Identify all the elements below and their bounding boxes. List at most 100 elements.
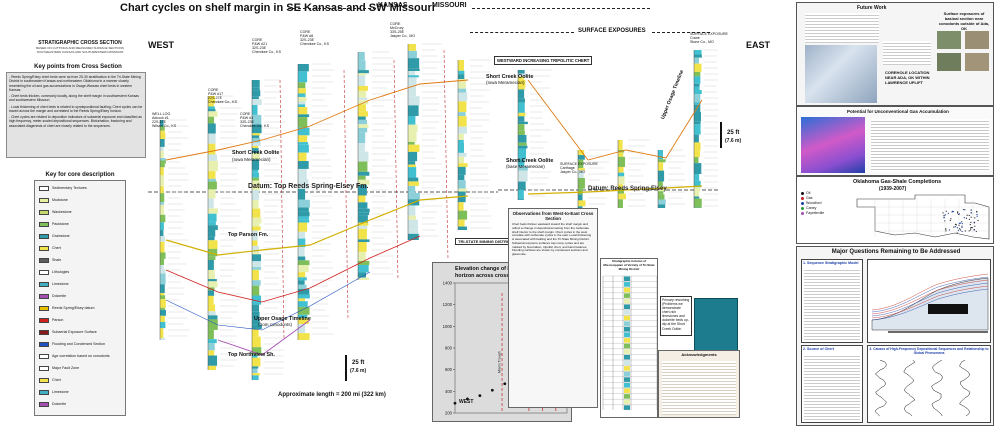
question-3-box: 3. Causes of High-Frequency Depositional… <box>867 345 991 423</box>
core-bed <box>160 204 164 215</box>
core-bed <box>358 171 370 176</box>
well-dot <box>973 222 976 224</box>
core-bed <box>208 329 214 340</box>
core-bed <box>298 260 310 266</box>
core-bed <box>518 124 525 131</box>
legend-label: Shale <box>52 258 62 262</box>
approx-length: Approximate length = 200 mi (322 km) <box>278 392 386 398</box>
well-dot <box>961 226 963 229</box>
core-bed <box>298 247 305 257</box>
legend-swatch <box>39 257 49 263</box>
well-dot <box>976 214 978 216</box>
core-bed <box>298 114 310 118</box>
strat-cell <box>624 343 630 349</box>
core-bed <box>252 319 260 325</box>
core-bed <box>252 148 259 154</box>
well-dot <box>970 216 972 218</box>
core-bed <box>298 88 306 94</box>
core-bed <box>358 75 366 86</box>
core-bed <box>208 178 216 182</box>
core-bed <box>358 272 366 278</box>
legend-row: Limestone <box>39 281 69 287</box>
core-bed <box>618 156 626 167</box>
legend-label: Chert <box>52 378 61 382</box>
well-dot <box>944 214 947 216</box>
legend-label: Mudstone <box>52 198 68 202</box>
core-bed <box>160 130 165 134</box>
correlation-line <box>527 185 703 195</box>
correlation-line <box>527 79 703 161</box>
core-bed <box>408 58 420 69</box>
core-bed <box>458 126 467 134</box>
core-bed <box>298 107 308 115</box>
sequence-model-figure <box>871 273 989 333</box>
well-dot <box>955 224 958 226</box>
core-bed <box>408 77 417 87</box>
well-dot <box>974 217 976 219</box>
surface-arrow-left <box>470 32 574 33</box>
core-bed <box>358 260 370 265</box>
core-bed <box>358 90 367 98</box>
correlation-line <box>165 235 421 303</box>
core-bed <box>298 82 306 89</box>
core-bed <box>694 191 700 197</box>
well-dot <box>970 212 972 214</box>
well-dot <box>970 221 972 224</box>
core-bed <box>252 172 259 178</box>
legend-swatch <box>39 185 49 191</box>
core-bed <box>208 225 218 230</box>
core-bed <box>208 109 216 112</box>
core-bed <box>208 248 218 257</box>
well-dot <box>962 208 964 211</box>
core-bed <box>208 365 217 370</box>
well-dot <box>958 224 960 226</box>
core-bed <box>358 228 367 240</box>
core-bed <box>252 368 258 374</box>
question-3-title: 3. Causes of High-Frequency Depositional… <box>869 347 989 356</box>
core-bed <box>408 192 420 200</box>
strat-cell <box>624 282 630 287</box>
legend-label: Limestone <box>52 282 69 286</box>
cross-section-east <box>498 49 718 208</box>
upper-osage-label: Upper Osage Timeline <box>254 316 311 322</box>
core-bed <box>252 311 260 320</box>
core-bed <box>298 272 306 278</box>
short-creek-label-2: Short Creek Oolite <box>486 74 534 80</box>
strat-cell <box>624 338 630 343</box>
legend-swatch <box>39 365 49 371</box>
core-bed <box>298 152 307 162</box>
core-bed <box>694 63 702 72</box>
core-bed <box>208 229 216 237</box>
core-bed <box>160 202 164 205</box>
scale-label-sub: (7.6 m) <box>350 368 367 374</box>
key-point: - Reeds Spring/Elsey chert beds were as … <box>9 75 141 92</box>
legend-swatch <box>39 221 49 227</box>
core-bed <box>298 265 309 273</box>
core-bed <box>358 70 369 74</box>
core-bed <box>252 252 260 255</box>
core-bed <box>252 254 262 262</box>
well-dot <box>976 215 978 217</box>
core-bed <box>252 142 261 146</box>
core-bed <box>658 181 663 187</box>
core-bed <box>458 219 465 227</box>
well-dot <box>958 213 960 215</box>
core-bed <box>694 180 701 188</box>
core-bed <box>298 135 308 143</box>
core-bed <box>208 295 214 305</box>
core-bed <box>358 73 367 76</box>
core-bed <box>518 79 526 88</box>
core-bed <box>160 139 165 147</box>
fault-line <box>279 79 285 341</box>
core-bed <box>160 328 164 339</box>
core-bed <box>208 236 215 241</box>
core-bed <box>358 202 368 209</box>
legend-label: Fayetteville <box>806 211 825 215</box>
legend-dot <box>801 191 804 195</box>
elevation-title: Elevation change of Reeds Spring-Elsey <box>455 266 559 272</box>
strat-cell <box>624 310 630 315</box>
oklahoma-legend-row: Caney <box>801 206 824 210</box>
question-1-text <box>804 268 860 342</box>
legend-swatch <box>39 317 49 323</box>
core-bed <box>408 96 420 106</box>
